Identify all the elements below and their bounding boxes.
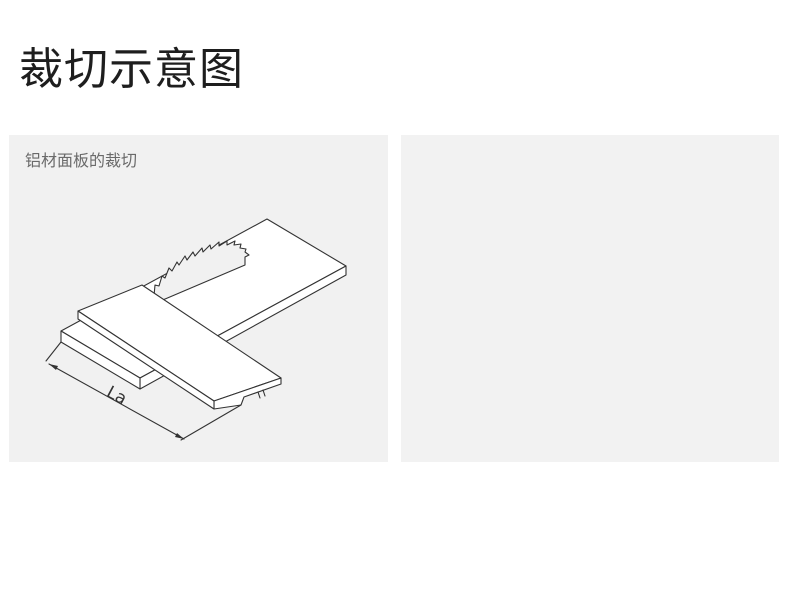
panel-caption: 铝材面板的裁切: [25, 151, 138, 170]
guide-end-mark-1: [257, 391, 261, 399]
aluminium-panel-cutting-diagram: La: [45, 218, 347, 441]
guide-end-mark-2: [262, 389, 266, 397]
cutting-diagram-panel: La 铝材面板的裁切: [9, 135, 388, 462]
workpiece-board-end: [60, 330, 141, 390]
dimension-label: La: [103, 382, 130, 409]
dimension-arrow-left: [49, 364, 58, 370]
dimension-extension-line-left: [45, 341, 62, 362]
dimension-line: [48, 363, 185, 440]
empty-image-panel: [401, 135, 779, 462]
page-title: 裁切示意图: [19, 44, 244, 95]
cutting-guide-bar-end: [77, 310, 215, 410]
dimension-arrow-right: [175, 433, 184, 439]
saw-blade: [149, 240, 250, 306]
dimension-extension-line-right: [180, 404, 242, 441]
